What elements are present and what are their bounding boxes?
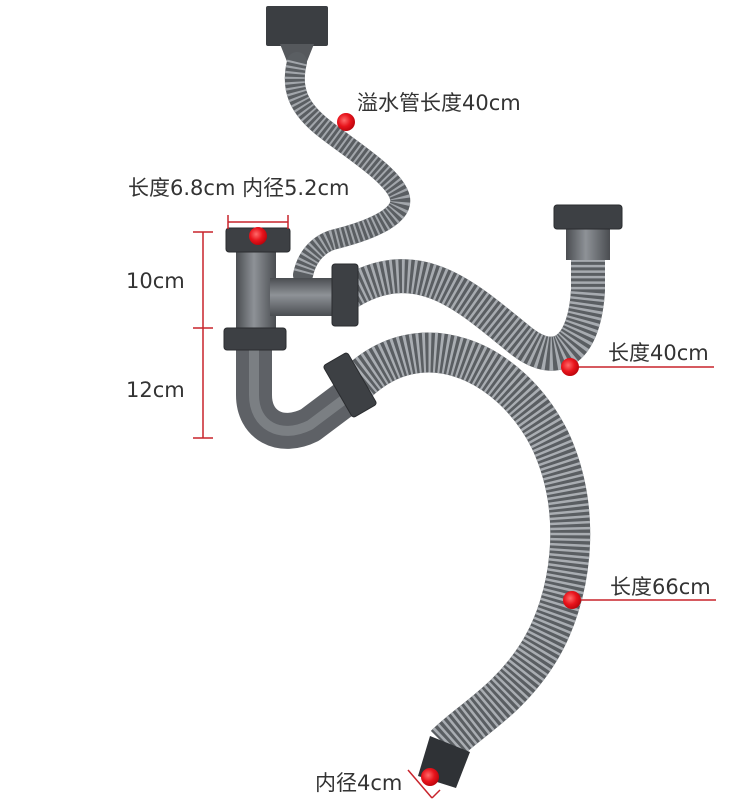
branch-nut [331,263,359,327]
label-height-upper: 10cm [126,269,185,293]
dimension-lines [193,215,716,799]
label-top-port-size: 长度6.8cm 内径5.2cm [128,176,350,200]
right-hose-body [341,228,605,371]
marker-overflow [337,113,355,131]
drain-hose [340,332,591,788]
label-right-hose-length: 长度40cm [608,341,709,365]
marker-outlet [421,768,439,786]
trap-middle-nut [223,327,287,351]
label-overflow-length: 溢水管长度40cm [357,91,521,115]
drain-nut [323,352,377,418]
label-height-lower: 12cm [126,378,185,402]
label-outlet-inner-diameter: 内径4cm [315,771,403,795]
overflow-cap [266,6,328,46]
overflow-pipe [266,6,411,285]
trap-vertical-tube [236,250,276,330]
right-hose-nut [553,204,623,230]
drain-hose-body [340,332,591,760]
right-hose [341,204,623,371]
marker-top-port [249,227,267,245]
leader-outlet [407,769,433,799]
label-drain-hose-length: 长度66cm [610,575,711,599]
marker-right-hose [561,358,579,376]
marker-drain-hose [563,591,581,609]
markers [249,113,581,786]
overflow-hose-ribs [284,59,411,278]
